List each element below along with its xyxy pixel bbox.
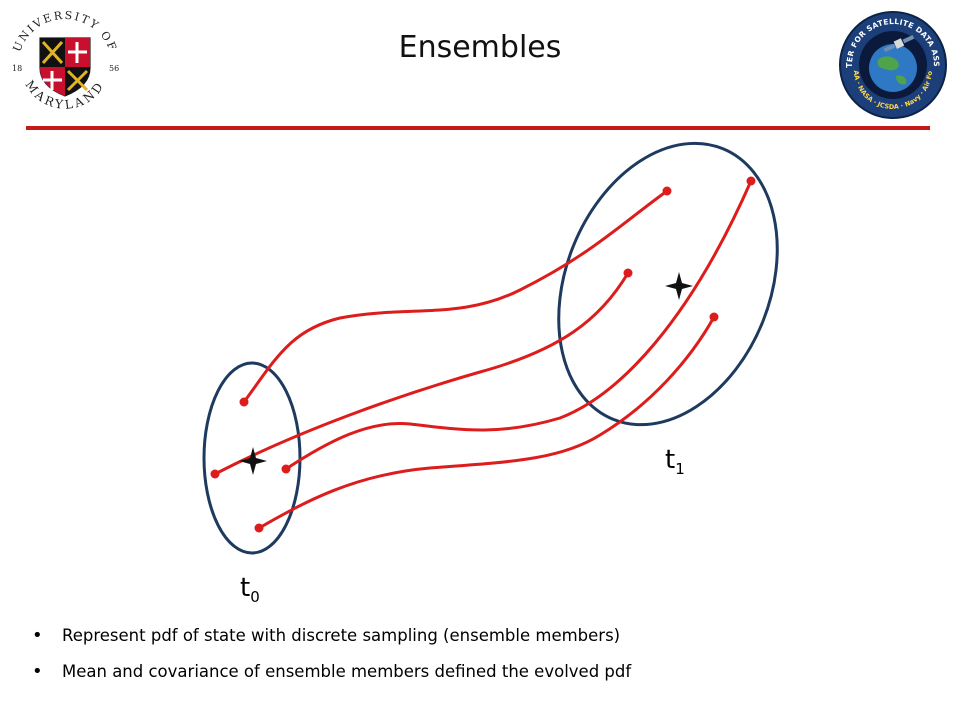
bullet-list: Represent pdf of state with discrete sam… xyxy=(28,624,928,696)
ensemble-trajectory xyxy=(257,315,716,530)
header-divider xyxy=(26,126,930,130)
university-of-maryland-seal: UNIVERSITY OF MARYLAND 18 56 xyxy=(10,9,119,112)
mean-star-icon xyxy=(665,272,693,300)
ensemble-trajectory xyxy=(284,179,753,471)
member-point-t1 xyxy=(746,176,756,186)
page-title: Ensembles xyxy=(398,30,562,65)
pdf-ellipse-t1 xyxy=(557,141,779,427)
mean-star-icon xyxy=(239,447,267,475)
time-label-t0: t0 xyxy=(240,573,260,606)
member-point-t0 xyxy=(239,397,249,407)
bullet-item: Mean and covariance of ensemble members … xyxy=(28,660,928,696)
svg-text:56: 56 xyxy=(109,64,119,73)
bullet-item: Represent pdf of state with discrete sam… xyxy=(28,624,928,660)
member-point-t0 xyxy=(281,464,291,474)
jcsda-seal: JOINT CENTER FOR SATELLITE DATA ASSIMILA… xyxy=(838,10,947,119)
ensemble-trajectory xyxy=(213,271,630,476)
member-point-t1 xyxy=(623,268,633,278)
pdf-ellipse-t0 xyxy=(202,361,302,555)
member-point-t1 xyxy=(662,186,672,196)
member-point-t0 xyxy=(254,523,264,533)
member-point-t0 xyxy=(210,469,220,479)
time-label-t1: t1 xyxy=(665,445,685,478)
member-point-t1 xyxy=(709,312,719,322)
ensemble-trajectory xyxy=(242,189,669,404)
svg-text:18: 18 xyxy=(12,64,22,73)
